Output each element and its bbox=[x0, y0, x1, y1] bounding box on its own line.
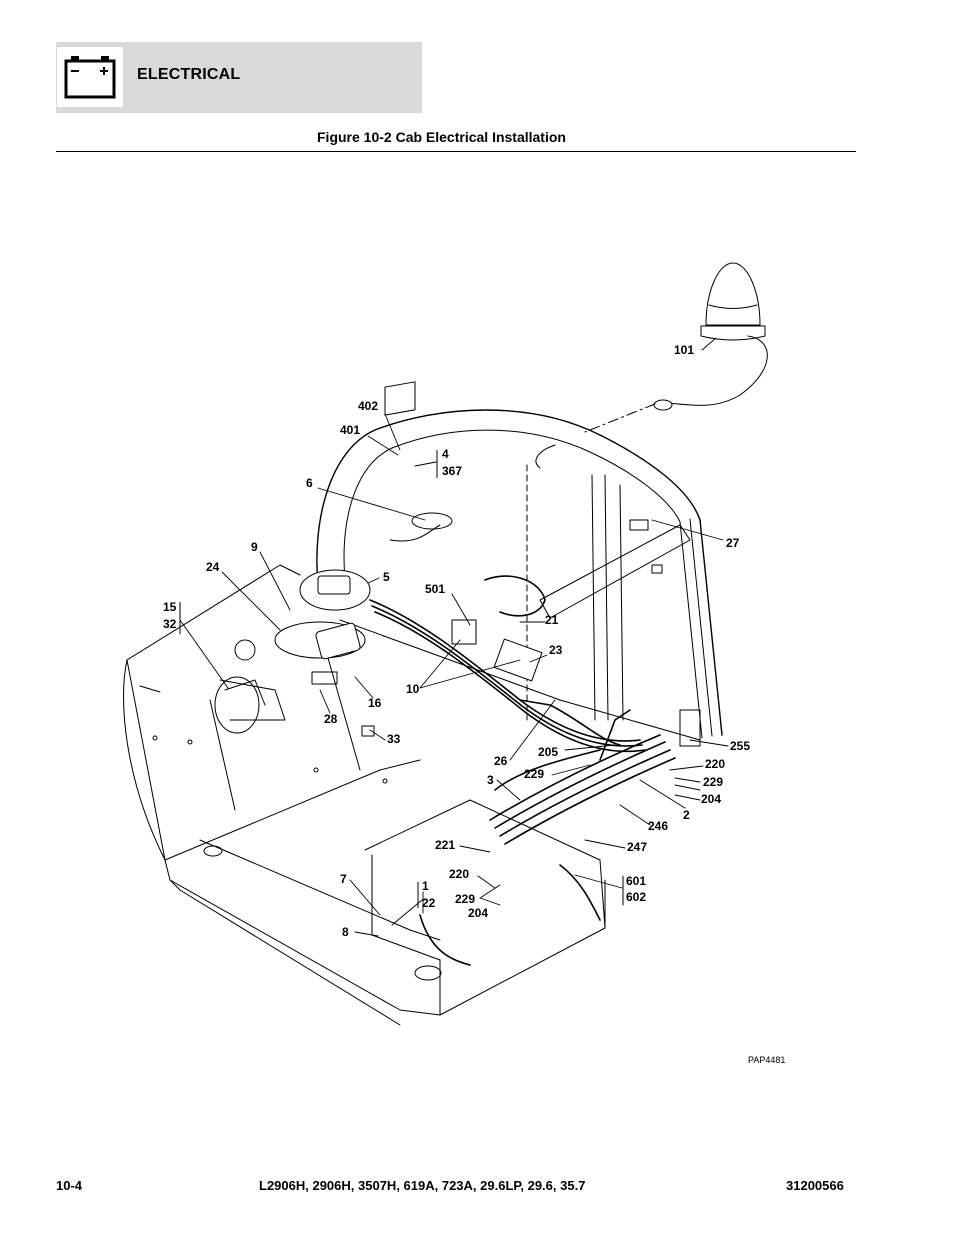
callout-205: 205 bbox=[538, 745, 559, 759]
callout-402: 402 bbox=[358, 399, 379, 413]
callout-255: 255 bbox=[730, 739, 751, 753]
callout-16: 16 bbox=[368, 696, 382, 710]
callout-602: 602 bbox=[626, 890, 647, 904]
cab-frame bbox=[299, 409, 723, 739]
callout-28: 28 bbox=[324, 712, 338, 726]
callout-229a: 229 bbox=[524, 767, 545, 781]
battery-icon bbox=[57, 47, 123, 107]
callout-21: 21 bbox=[545, 613, 559, 627]
drawing-reference: PAP4481 bbox=[748, 1055, 786, 1065]
callout-22: 22 bbox=[422, 896, 436, 910]
callout-229b: 229 bbox=[703, 775, 724, 789]
figure-title: Figure 10-2 Cab Electrical Installation bbox=[317, 129, 566, 145]
callout-5: 5 bbox=[383, 570, 390, 584]
callout-101: 101 bbox=[674, 343, 695, 357]
callout-3: 3 bbox=[487, 773, 494, 787]
callout-246: 246 bbox=[648, 819, 669, 833]
callout-229c: 229 bbox=[455, 892, 476, 906]
wire-harness bbox=[369, 575, 676, 966]
header-rule bbox=[56, 151, 856, 152]
callout-10: 10 bbox=[406, 682, 420, 696]
callout-501: 501 bbox=[425, 582, 446, 596]
page-number: 10-4 bbox=[56, 1178, 83, 1193]
callout-220a: 220 bbox=[705, 757, 726, 771]
callout-401: 401 bbox=[340, 423, 361, 437]
callout-24: 24 bbox=[206, 560, 220, 574]
callout-2: 2 bbox=[683, 808, 690, 822]
console-assembly bbox=[214, 381, 701, 747]
callout-23: 23 bbox=[549, 643, 563, 657]
callout-15: 15 bbox=[163, 600, 177, 614]
callout-9: 9 bbox=[251, 540, 258, 554]
callout-204b: 204 bbox=[468, 906, 489, 920]
callout-220b: 220 bbox=[449, 867, 470, 881]
callout-6: 6 bbox=[306, 476, 313, 490]
callout-32: 32 bbox=[163, 617, 177, 631]
callout-7: 7 bbox=[340, 872, 347, 886]
callout-1: 1 bbox=[422, 879, 429, 893]
callout-27: 27 bbox=[726, 536, 740, 550]
callout-221: 221 bbox=[435, 838, 456, 852]
callout-601: 601 bbox=[626, 874, 647, 888]
beacon-light bbox=[584, 262, 768, 433]
callout-33: 33 bbox=[387, 732, 401, 746]
callout-8: 8 bbox=[342, 925, 349, 939]
callout-367: 367 bbox=[442, 464, 463, 478]
section-title: ELECTRICAL bbox=[137, 66, 241, 83]
callout-26: 26 bbox=[494, 754, 508, 768]
callout-204a: 204 bbox=[701, 792, 722, 806]
document-number: 31200566 bbox=[786, 1178, 844, 1193]
callout-4: 4 bbox=[442, 447, 449, 461]
cab-base bbox=[123, 564, 701, 1026]
callout-247: 247 bbox=[627, 840, 648, 854]
model-list: L2906H, 2906H, 3507H, 619A, 723A, 29.6LP… bbox=[259, 1178, 586, 1193]
